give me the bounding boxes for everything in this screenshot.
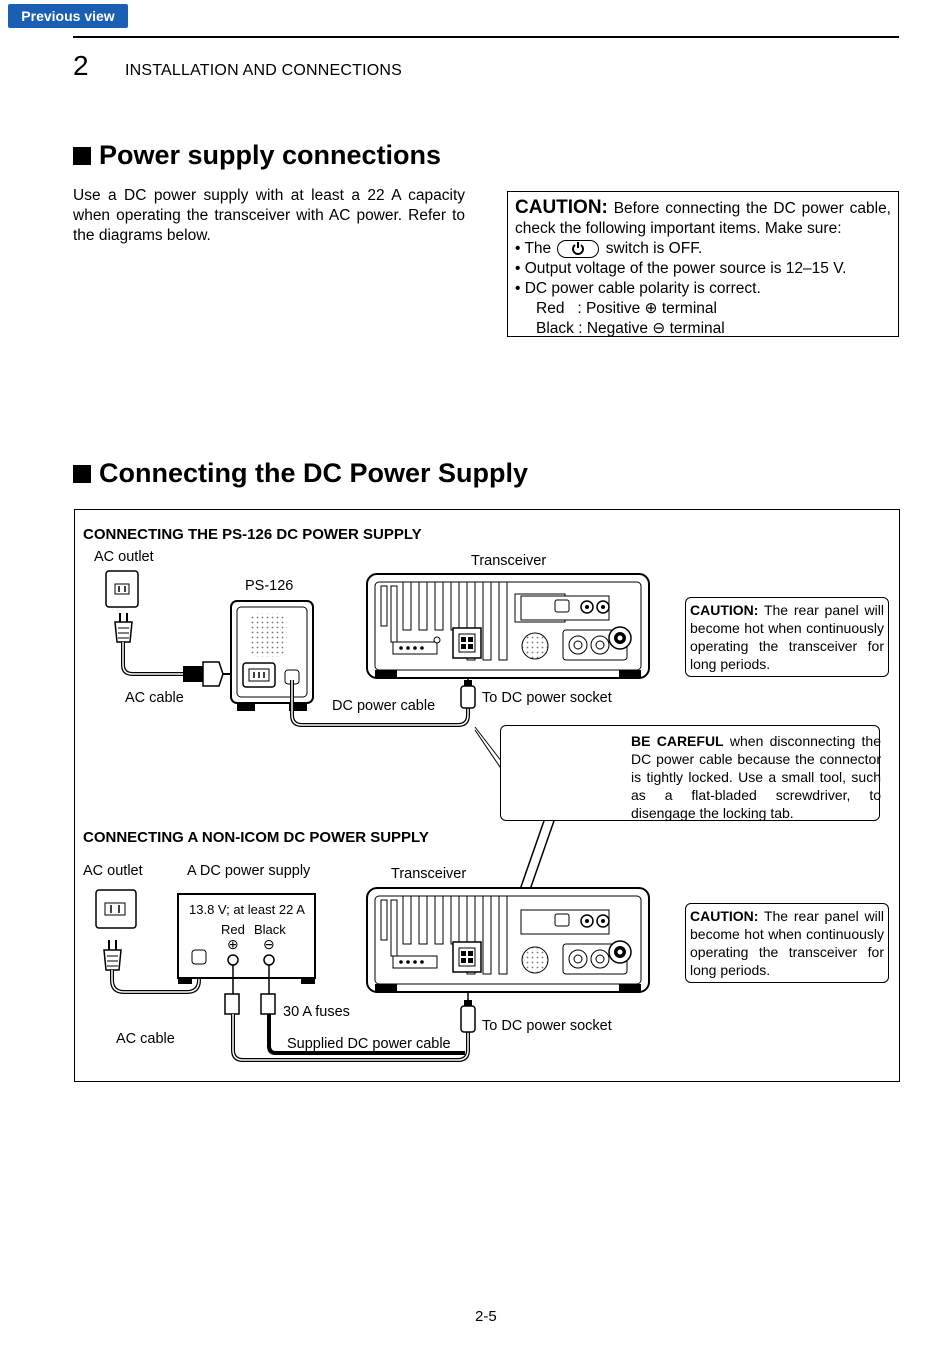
caution-box: CAUTION: Before connecting the DC power …	[507, 191, 899, 337]
ps126-power-supply	[230, 600, 314, 711]
negative-terminal-icon: ⊖	[263, 936, 275, 952]
be-careful-text: when disconnecting the DC power cable be…	[631, 733, 881, 821]
diagram1-ps-model-label: PS-126	[245, 578, 294, 594]
caution-note-text: The rear panel will become hot when cont…	[690, 602, 885, 672]
transceiver-rear-panel-2	[366, 887, 650, 993]
diagram2-ac-outlet-label: AC outlet	[83, 863, 143, 879]
dc-power-supply-box	[177, 893, 316, 984]
be-careful-callout: BE CAREFUL when disconnecting the DC pow…	[500, 725, 881, 822]
diagram1-dc-socket-label: To DC power socket	[482, 690, 612, 706]
diagram2-dc-socket-label: To DC power socket	[482, 1018, 612, 1034]
caution-item1-post: switch is OFF.	[605, 240, 703, 257]
intro-paragraph: Use a DC power supply with at least a 22…	[73, 187, 465, 244]
diagram2-black-label: Black	[254, 922, 286, 937]
section-title: Connecting the DC Power Supply	[99, 458, 529, 488]
ac-outlet-icon-2	[95, 889, 137, 929]
previous-view-button[interactable]: Previous view	[8, 4, 128, 28]
diagram1-transceiver-label: Transceiver	[471, 553, 547, 569]
caution-lead: CAUTION: Before connecting the DC power …	[515, 198, 891, 239]
diagram2-supplied-cable-label: Supplied DC power cable	[287, 1036, 451, 1052]
diagram1-caution-note: CAUTION: The rear panel will become hot …	[685, 597, 889, 677]
ac-plug-icon	[114, 613, 133, 643]
caution-item1-pre: • The	[515, 240, 552, 257]
caution-lead-text: Before connecting the DC power cable, ch…	[515, 200, 891, 237]
diagram-frame: CONNECTING THE PS-126 DC POWER SUPPLY AC…	[74, 509, 900, 1082]
caution-black-line: Black : Negative ⊖ terminal	[536, 320, 725, 337]
diagram1-dc-cable-label: DC power cable	[332, 698, 436, 714]
positive-terminal-icon: ⊕	[227, 936, 239, 952]
diagram2-ac-cable-label: AC cable	[116, 1031, 175, 1047]
chapter-number: 2	[73, 50, 89, 81]
diagram1-heading: CONNECTING THE PS-126 DC POWER SUPPLY	[83, 526, 422, 543]
diagram2-fuses-label: 30 A fuses	[283, 1004, 350, 1020]
caution-item-polarity: • DC power cable polarity is correct.	[515, 280, 761, 297]
transceiver-rear-panel	[366, 573, 650, 679]
chapter-title: INSTALLATION AND CONNECTIONS	[125, 62, 403, 79]
caution-note-text: The rear panel will become hot when cont…	[690, 908, 885, 978]
be-careful-label: BE CAREFUL	[631, 733, 724, 749]
page-number: 2-5	[475, 1308, 497, 1325]
square-bullet-icon	[73, 146, 91, 165]
diagram1-ac-outlet-label: AC outlet	[94, 549, 154, 565]
iec-plug-icon	[183, 661, 240, 687]
diagram2-red-label: Red	[221, 922, 245, 937]
diagram2-transceiver-label: Transceiver	[391, 866, 467, 882]
caution-red-line: Red : Positive ⊕ terminal	[536, 300, 717, 317]
caution-item-voltage: • Output voltage of the power source is …	[515, 260, 847, 277]
square-bullet-icon	[73, 464, 91, 483]
be-careful-text-block: BE CAREFUL when disconnecting the DC pow…	[631, 732, 881, 822]
section-title: Power supply connections	[99, 140, 442, 170]
diagram2-heading: CONNECTING A NON-ICOM DC POWER SUPPLY	[83, 829, 429, 846]
diagram1-ac-cable-label: AC cable	[125, 690, 184, 706]
section-heading-dc-supply: Connecting the DC Power Supply	[73, 458, 528, 489]
section-heading-power-supply: Power supply connections	[73, 140, 441, 171]
caution-label: CAUTION:	[515, 197, 608, 218]
caution-note-label: CAUTION:	[690, 908, 759, 924]
ac-plug-icon-2	[103, 940, 122, 971]
ac-outlet-icon	[105, 570, 139, 608]
diagram2-caution-note: CAUTION: The rear panel will become hot …	[685, 903, 889, 983]
header-rule	[73, 36, 899, 38]
power-switch-icon	[557, 239, 600, 258]
diagram2-supply-label: A DC power supply	[187, 863, 311, 879]
caution-note-label: CAUTION:	[690, 602, 759, 618]
diagram2-supply-rating: 13.8 V; at least 22 A	[189, 902, 305, 917]
fuse-holder-icon	[224, 993, 276, 1015]
caution-item-switch: • The switch is OFF.	[515, 239, 891, 259]
